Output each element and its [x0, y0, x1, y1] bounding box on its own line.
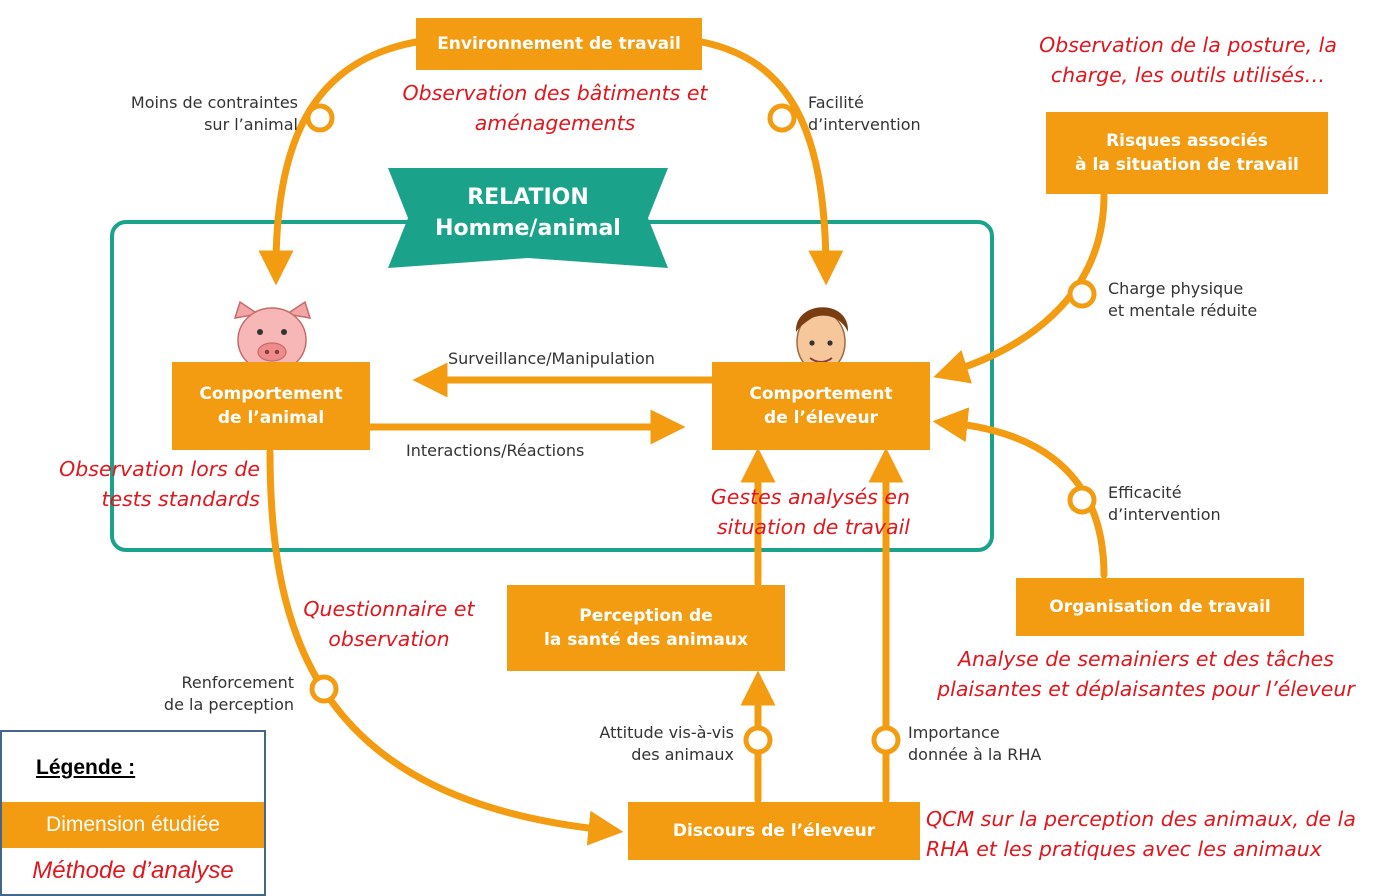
method-posture: Observation de la posture, la charge, le… [1039, 33, 1337, 87]
farmer-face-icon [795, 307, 849, 373]
legend-dimension-swatch: Dimension étudiée [2, 802, 264, 848]
label-importance: Importance donnée à la RHA [908, 723, 1042, 764]
box-comportement-eleveur: Comportement de l’éleveur [712, 362, 930, 450]
box-perception-sante: Perception de la santé des animaux [507, 585, 785, 671]
label-moins-contraintes: Moins de contraintes sur l’animal [130, 93, 298, 134]
label-facilite: Facilité d’intervention [808, 93, 921, 134]
legend: Légende : Dimension étudiée Méthode d’an… [0, 730, 266, 896]
arc-organisation-to-eleveur [932, 407, 1108, 579]
label-attitude: Attitude vis-à-vis des animaux [599, 723, 734, 764]
ring-moins-contraintes [305, 103, 335, 133]
ring-efficacite [1067, 485, 1097, 515]
label-charge: Charge physique et mentale réduite [1108, 279, 1258, 320]
pig-icon [233, 300, 312, 373]
label-efficacite: Efficacité d’intervention [1108, 483, 1221, 524]
ring-attitude [743, 725, 773, 755]
method-gestes: Gestes analysés en situation de travail [710, 485, 910, 539]
arc-env-to-animal [258, 38, 420, 286]
label-renforcement: Renforcement de la perception [163, 673, 294, 714]
box-discours: Discours de l’éleveur [628, 802, 920, 860]
method-batiments: Observation des bâtiments et aménagement… [402, 81, 708, 135]
arc-risques-to-eleveur [933, 191, 1108, 384]
relation-banner [388, 168, 668, 268]
method-questionnaire: Questionnaire et observation [303, 597, 475, 651]
box-organisation: Organisation de travail [1016, 578, 1304, 636]
box-environnement: Environnement de travail [416, 18, 702, 70]
legend-method-sample: Méthode d’analyse [32, 857, 234, 884]
legend-title: Légende : [36, 756, 136, 779]
banner-title: RELATION Homme/animal [435, 185, 621, 241]
label-interactions: Interactions/Réactions [406, 441, 585, 460]
ring-renforcement [309, 674, 339, 704]
method-tests: Observation lors de tests standards [59, 457, 260, 511]
box-comportement-animal: Comportement de l’animal [172, 362, 370, 450]
method-semainiers: Analyse de semainiers et des tâches plai… [937, 647, 1355, 701]
ring-facilite [767, 103, 797, 133]
method-qcm: QCM sur la perception des animaux, de la… [926, 807, 1356, 861]
box-risques: Risques associés à la situation de trava… [1046, 112, 1328, 194]
ring-charge [1067, 279, 1097, 309]
label-surveillance: Surveillance/Manipulation [448, 349, 655, 368]
arc-env-to-eleveur [698, 38, 844, 286]
ring-importance [871, 725, 901, 755]
